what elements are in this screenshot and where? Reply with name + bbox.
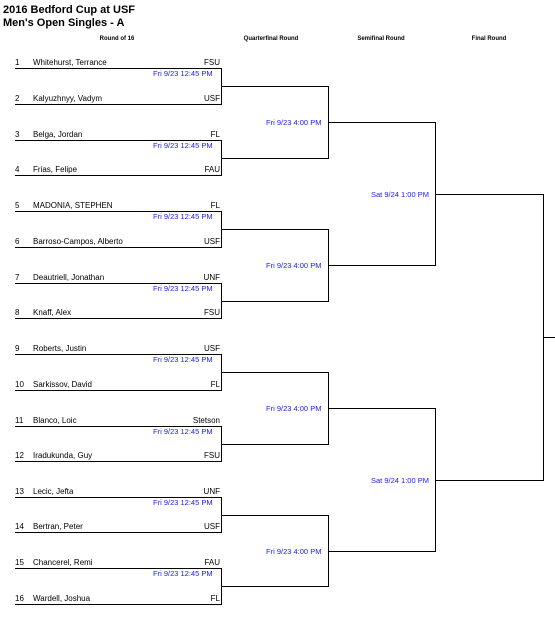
quarterfinal-header: Quarterfinal Round (243, 36, 299, 42)
player-line (15, 497, 221, 498)
player-seed: 8 (15, 308, 20, 317)
player-seed: 7 (15, 273, 20, 282)
player-name: Chancerel, Remi (33, 558, 93, 567)
player-name: Iradukunda, Guy (33, 451, 93, 460)
qf-slot-line (221, 86, 328, 87)
player-seed: 1 (15, 58, 20, 67)
player-seed: 5 (15, 201, 20, 210)
player-school: FSU (204, 451, 220, 460)
player-line (15, 461, 221, 462)
player-seed: 2 (15, 94, 20, 103)
r16-match-time: Fri 9/23 12:45 PM (153, 427, 213, 436)
player-line (15, 211, 221, 212)
sf-match-time: Sat 9/24 1:00 PM (371, 476, 429, 485)
player-name: Belga, Jordan (33, 130, 83, 139)
player-name: MADONIA, STEPHEN (33, 201, 113, 210)
player-line (15, 104, 221, 105)
player-name: Whitehurst, Terrance (33, 58, 107, 67)
r16-match-time: Fri 9/23 12:45 PM (153, 355, 213, 364)
player-school: UNF (203, 487, 220, 496)
player-line (15, 604, 221, 605)
qf-match-time: Fri 9/23 4:00 PM (266, 404, 322, 413)
player-line (15, 247, 221, 248)
player-school: FSU (204, 58, 220, 67)
sf-slot-line (328, 551, 435, 552)
player-seed: 14 (15, 522, 24, 531)
r16-match-time: Fri 9/23 12:45 PM (153, 498, 213, 507)
player-line (15, 140, 221, 141)
champion-line (543, 337, 555, 338)
player-name: Wardell, Joshua (33, 594, 91, 603)
final-slot-line (435, 194, 543, 195)
player-school: FAU (204, 558, 220, 567)
player-school: FL (210, 201, 220, 210)
r16-match-time: Fri 9/23 12:45 PM (153, 212, 213, 221)
player-seed: 13 (15, 487, 24, 496)
player-line (15, 532, 221, 533)
player-name: Bertran, Peter (33, 522, 83, 531)
qf-slot-line (221, 515, 328, 516)
player-line (15, 568, 221, 569)
player-seed: 3 (15, 130, 20, 139)
player-name: Lecic, Jefta (33, 487, 74, 496)
player-school: FL (210, 130, 220, 139)
player-seed: 16 (15, 594, 24, 603)
player-name: Kalyuzhnyy, Vadym (33, 94, 103, 103)
player-name: Deautriell, Jonathan (33, 273, 105, 282)
qf-slot-line (221, 444, 328, 445)
player-seed: 9 (15, 344, 20, 353)
qf-slot-line (221, 301, 328, 302)
r16-match-time: Fri 9/23 12:45 PM (153, 569, 213, 578)
player-name: Sarkissov, David (33, 380, 92, 389)
sf-match-time: Sat 9/24 1:00 PM (371, 190, 429, 199)
player-school: UNF (203, 273, 220, 282)
player-line (15, 318, 221, 319)
player-school: FAU (204, 165, 220, 174)
r16-match-time: Fri 9/23 12:45 PM (153, 69, 213, 78)
player-school: FL (210, 594, 220, 603)
r16-match-time: Fri 9/23 12:45 PM (153, 284, 213, 293)
player-line (15, 175, 221, 176)
qf-slot-line (221, 586, 328, 587)
player-line (15, 390, 221, 391)
sf-slot-line (328, 265, 435, 266)
player-seed: 12 (15, 451, 24, 460)
player-name: Barroso-Campos, Alberto (33, 237, 123, 246)
player-line (15, 426, 221, 427)
player-school: Stetson (192, 416, 220, 425)
qf-match-time: Fri 9/23 4:00 PM (266, 118, 322, 127)
player-name: Blanco, Loic (33, 416, 77, 425)
qf-slot-line (221, 372, 328, 373)
draw-subtitle: Men's Open Singles - A (3, 17, 125, 29)
final-slot-line (435, 480, 543, 481)
sf-slot-line (328, 408, 435, 409)
player-school: USF (204, 237, 220, 246)
player-line (15, 283, 221, 284)
player-line (15, 354, 221, 355)
player-school: USF (204, 522, 220, 531)
player-seed: 6 (15, 237, 20, 246)
player-seed: 4 (15, 165, 20, 174)
player-line (15, 68, 221, 69)
player-seed: 11 (15, 416, 24, 425)
round-of-16-header: Round of 16 (99, 36, 135, 42)
semifinal-header: Semifinal Round (357, 36, 405, 42)
r16-match-time: Fri 9/23 12:45 PM (153, 141, 213, 150)
player-name: Knaff, Alex (33, 308, 72, 317)
player-seed: 15 (15, 558, 24, 567)
sf-slot-line (328, 122, 435, 123)
qf-slot-line (221, 158, 328, 159)
player-school: FL (210, 380, 220, 389)
qf-slot-line (221, 229, 328, 230)
player-school: USF (204, 94, 220, 103)
player-seed: 10 (15, 380, 24, 389)
final-header: Final Round (471, 36, 507, 42)
qf-match-time: Fri 9/23 4:00 PM (266, 547, 322, 556)
player-name: Frias, Felipe (33, 165, 78, 174)
tournament-title: 2016 Bedford Cup at USF (3, 4, 136, 16)
player-school: FSU (204, 308, 220, 317)
player-name: Roberts, Justin (33, 344, 87, 353)
player-school: USF (204, 344, 220, 353)
qf-match-time: Fri 9/23 4:00 PM (266, 261, 322, 270)
